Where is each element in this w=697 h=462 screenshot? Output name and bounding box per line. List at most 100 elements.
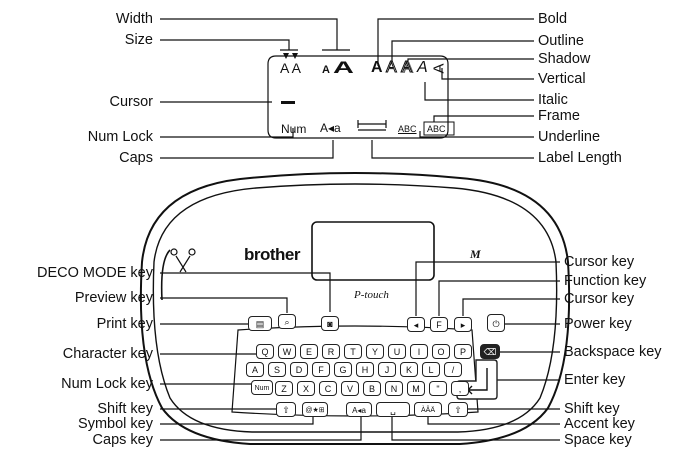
- vertical-leader: [441, 68, 534, 80]
- num-icon: Num: [281, 122, 307, 136]
- key-label: D: [295, 365, 303, 375]
- shift-up-icon: ⇧: [282, 405, 290, 415]
- label-print-key: Print key: [96, 316, 153, 332]
- key-d[interactable]: D: [290, 362, 308, 377]
- space-icon: ␣: [390, 405, 396, 415]
- key-f[interactable]: F: [312, 362, 330, 377]
- shift-left-key[interactable]: ⇧: [276, 402, 296, 417]
- key-label: I: [417, 347, 421, 357]
- label-vertical: Vertical: [538, 71, 586, 87]
- key-label: R: [327, 347, 335, 357]
- function-key[interactable]: F: [430, 317, 448, 332]
- key-label: C: [324, 384, 332, 394]
- key-u[interactable]: U: [388, 344, 406, 359]
- key-label: X: [302, 384, 309, 394]
- power-key[interactable]: ⏻: [487, 314, 505, 332]
- label-label-length: Label Length: [538, 150, 622, 166]
- model-badge: M: [470, 247, 481, 261]
- bold-leader: [377, 18, 534, 66]
- punctuation-key[interactable]: ,: [451, 381, 469, 396]
- label-shift-key-right: Shift key: [564, 401, 620, 417]
- label-num-lock: Num Lock: [87, 129, 153, 145]
- print-icon: ▤: [255, 319, 265, 329]
- key-p[interactable]: P: [454, 344, 472, 359]
- cursor-left-key[interactable]: ◂: [407, 317, 425, 332]
- bold-icon: A: [371, 59, 383, 76]
- deco-mode-key[interactable]: ◙: [321, 316, 339, 331]
- key-label: A: [251, 365, 258, 375]
- key-n[interactable]: N: [385, 381, 403, 396]
- underline-leader: [419, 131, 534, 138]
- label-bold: Bold: [538, 11, 568, 27]
- key-a[interactable]: A: [246, 362, 264, 377]
- symbol-icon: @★⊞: [305, 407, 325, 414]
- key-c[interactable]: C: [319, 381, 337, 396]
- key-s[interactable]: S: [268, 362, 286, 377]
- label-preview-key: Preview key: [74, 290, 153, 306]
- key-m[interactable]: M: [407, 381, 425, 396]
- backspace-key[interactable]: ⌫: [480, 344, 500, 359]
- key-v[interactable]: V: [341, 381, 359, 396]
- preview-key[interactable]: ⌕: [278, 314, 296, 329]
- accent-key[interactable]: ÀÂÄ: [414, 402, 442, 417]
- key-q[interactable]: Q: [256, 344, 274, 359]
- key-x[interactable]: X: [297, 381, 315, 396]
- label-shift-key-left: Shift key: [97, 401, 153, 417]
- punctuation-key[interactable]: ": [429, 381, 447, 396]
- key-symbol-icon: /: [451, 365, 455, 375]
- key-b[interactable]: B: [363, 381, 381, 396]
- key-o[interactable]: O: [432, 344, 450, 359]
- label-enter-key: Enter key: [564, 372, 626, 388]
- shift-right-key[interactable]: ⇧: [448, 402, 468, 417]
- num-lock-key[interactable]: Num: [251, 380, 273, 395]
- label-backspace-key: Backspace key: [564, 344, 662, 360]
- cutter-edge: [160, 249, 171, 301]
- key-y[interactable]: Y: [366, 344, 384, 359]
- label-space-key: Space key: [564, 432, 632, 448]
- key-i[interactable]: I: [410, 344, 428, 359]
- key-label: F: [318, 365, 324, 375]
- cursor-block: [281, 101, 295, 104]
- key-label: M: [412, 384, 420, 394]
- key-l[interactable]: L: [422, 362, 440, 377]
- key-j[interactable]: J: [378, 362, 396, 377]
- label-shadow: Shadow: [538, 51, 591, 67]
- print-key[interactable]: ▤: [248, 316, 272, 331]
- key-label: H: [361, 365, 369, 375]
- key-label: U: [393, 347, 401, 357]
- key-g[interactable]: G: [334, 362, 352, 377]
- key-label: S: [273, 365, 280, 375]
- label-num-lock-key: Num Lock key: [61, 376, 153, 392]
- key-label: V: [346, 384, 353, 394]
- key-e[interactable]: E: [300, 344, 318, 359]
- key-label: N: [390, 384, 398, 394]
- label-cursor-key-2: Cursor key: [564, 291, 635, 307]
- key-h[interactable]: H: [356, 362, 374, 377]
- power-icon: ⏻: [492, 319, 500, 329]
- cursor1-leader: [415, 261, 560, 316]
- deco-leader: [160, 272, 331, 312]
- key-w[interactable]: W: [278, 344, 296, 359]
- label-frame: Frame: [538, 108, 580, 124]
- symbol-leader: [160, 417, 314, 425]
- cursor-right-key[interactable]: ▸: [454, 317, 472, 332]
- caps-key[interactable]: A◂a: [346, 402, 372, 417]
- punctuation-key[interactable]: /: [444, 362, 462, 377]
- space-key[interactable]: ␣: [376, 402, 410, 417]
- device-screen: [311, 221, 435, 281]
- vertical-icon: A: [430, 63, 448, 74]
- key-z[interactable]: Z: [275, 381, 293, 396]
- key-k[interactable]: K: [400, 362, 418, 377]
- label-length-icon: [357, 120, 387, 131]
- key-label: K: [405, 365, 412, 375]
- caps-icon: A◂a: [320, 121, 341, 135]
- symbol-key[interactable]: @★⊞: [302, 402, 328, 417]
- key-t[interactable]: T: [344, 344, 362, 359]
- label-character-key: Character key: [62, 346, 153, 362]
- key-label: G: [339, 365, 347, 375]
- label-caps: Caps: [119, 150, 153, 166]
- key-symbol-icon: ,: [458, 384, 462, 394]
- key-r[interactable]: R: [322, 344, 340, 359]
- device-body: [139, 172, 571, 445]
- magnifier-icon: ⌕: [284, 317, 290, 327]
